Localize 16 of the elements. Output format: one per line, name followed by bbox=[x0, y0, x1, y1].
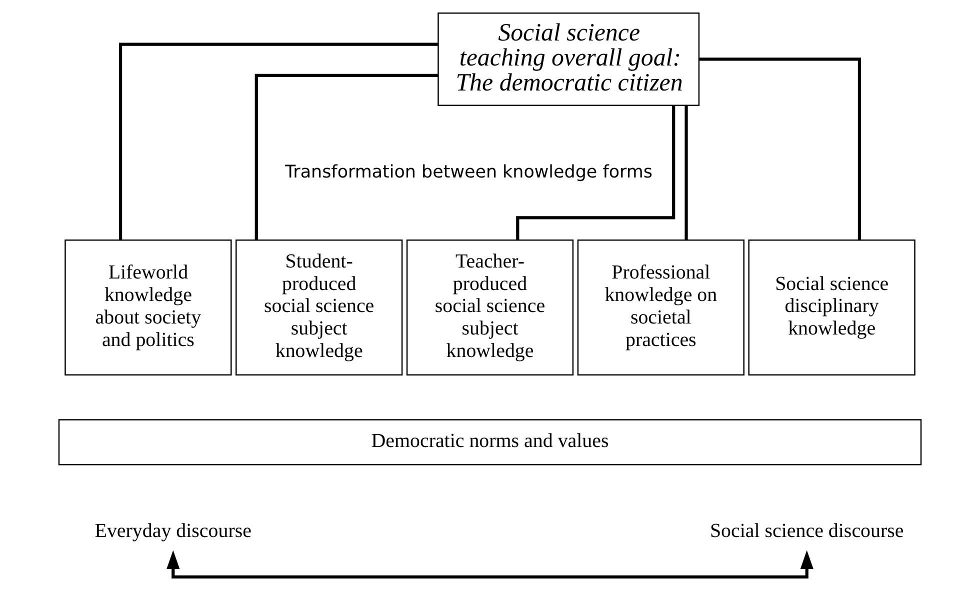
node-text: Everyday discourse bbox=[94, 520, 252, 542]
arrow bbox=[166, 550, 814, 578]
node-box: Social science teaching overall goal: The democratic citizen bbox=[438, 12, 700, 106]
connector bbox=[516, 105, 676, 240]
connector bbox=[254, 74, 438, 240]
connector bbox=[684, 106, 688, 240]
node-text: Social science discourse bbox=[710, 520, 904, 542]
node-box: Lifeworld knowledge about society and politics bbox=[64, 239, 232, 376]
node-box: Student-produced social science subject knowledge bbox=[236, 239, 403, 376]
node-box: Democratic norms and values bbox=[58, 419, 922, 466]
node-box: Teacher-produced social science subject knowledge bbox=[406, 239, 574, 376]
connector bbox=[699, 58, 862, 240]
connector bbox=[118, 42, 438, 240]
node-box: Professional knowledge on societal practices bbox=[577, 239, 744, 376]
node-box: Social science disciplinary knowledge bbox=[748, 239, 916, 376]
label: Transformation between knowledge forms bbox=[285, 162, 653, 182]
